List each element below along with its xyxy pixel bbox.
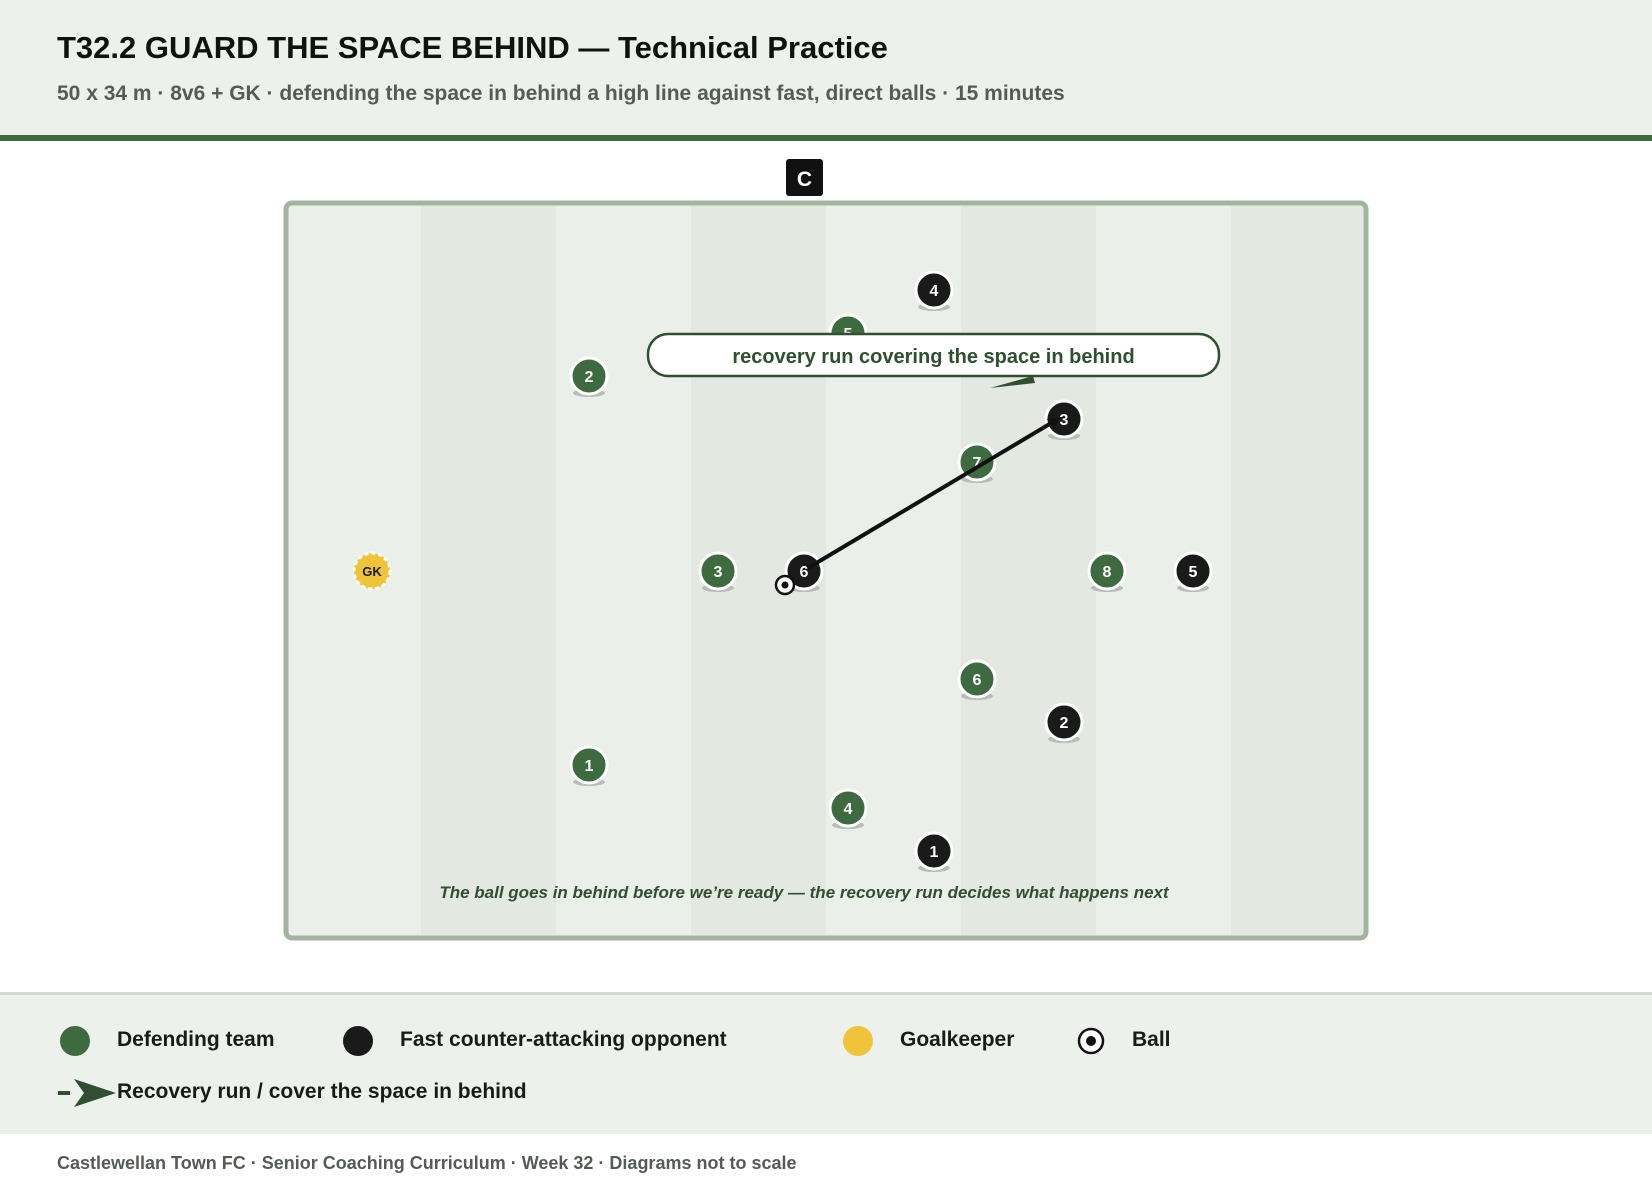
legend-label-defending: Defending team [117,1028,275,1051]
ball-icon [1077,1027,1105,1055]
defender-player: 2 [569,356,609,397]
defender-player-label: 8 [1103,564,1112,581]
arrow-icon [58,1079,116,1107]
legend: Defending team Fast counter-attacking op… [0,992,1652,1134]
opponent-player-label: 5 [1189,564,1198,581]
defender-player: 6 [957,659,997,700]
opponent-player-label: 1 [930,844,939,861]
page-title: T32.2 GUARD THE SPACE BEHIND — Technical… [57,30,888,65]
legend-label-goalkeeper: Goalkeeper [900,1028,1015,1051]
recovery-run-arrow [806,417,1060,570]
opponent-player-label: 4 [930,283,939,300]
goalkeeper-label: GK [362,564,382,579]
defender-player: 8 [1087,551,1127,592]
defender-player-label: 1 [585,758,594,775]
opponent-player-label: 6 [800,564,809,581]
defender-player: 4 [828,788,868,829]
yellow-dot-icon [843,1026,873,1056]
legend-label-opponent: Fast counter-attacking opponent [400,1028,727,1051]
ball [774,574,796,596]
legend-label-ball: Ball [1132,1028,1171,1051]
defender-player-label: 4 [844,801,853,818]
legend-label-run: Recovery run / cover the space in behind [117,1080,527,1103]
opponent-player-label: 2 [1060,715,1069,732]
coach-label: C [797,168,812,191]
opponent-player-label: 3 [1060,412,1069,429]
diagram-caption: The ball goes in behind before we’re rea… [439,883,1170,902]
defender-player: 7 [957,442,997,483]
defender-player-label: 2 [585,369,594,386]
opponent-player: 6 [784,551,824,592]
green-dot-icon [60,1026,90,1056]
opponent-player: 1 [914,831,954,872]
defender-player-label: 7 [973,455,982,472]
defender-player: 3 [698,551,738,592]
opponent-player: 3 [1044,399,1084,440]
header: T32.2 GUARD THE SPACE BEHIND — Technical… [0,0,1652,141]
goalkeeper-player: GK [352,551,392,591]
opponent-player: 5 [1173,551,1213,592]
page-subtitle: 50 x 34 m · 8v6 + GK · defending the spa… [57,82,1065,105]
callout-text: recovery run covering the space in behin… [732,346,1134,368]
defender-player: 1 [569,745,609,786]
black-dot-icon [343,1026,373,1056]
opponent-player: 4 [914,270,954,311]
footer: Castlewellan Town FC · Senior Coaching C… [57,1153,797,1173]
practice-diagram: C 25378614436521GK recovery run covering… [283,159,1369,941]
coach-marker: C [786,159,823,196]
defender-player-label: 3 [714,564,723,581]
defender-player-label: 6 [973,672,982,689]
opponent-player: 2 [1044,702,1084,743]
callout: recovery run covering the space in behin… [646,332,1221,388]
